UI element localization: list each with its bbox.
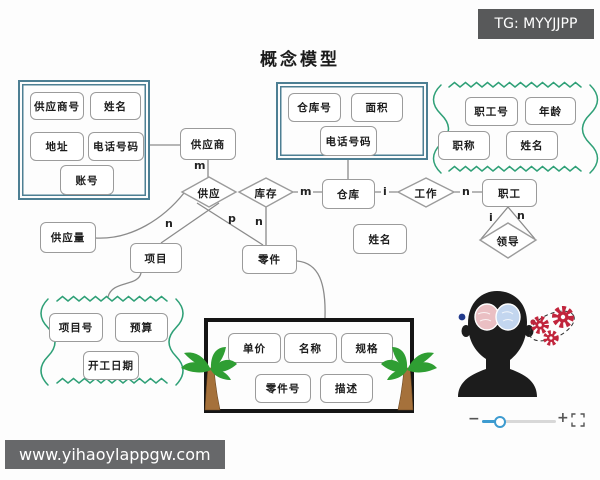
gears-icon (529, 306, 575, 346)
supplier-attr-frame[interactable] (18, 80, 150, 200)
attr-supplier-name[interactable]: 姓名 (90, 92, 141, 120)
attr-part-id[interactable]: 零件号 (255, 374, 311, 403)
blue-dot-icon (458, 313, 466, 321)
entity-employee[interactable]: 职工 (482, 179, 537, 207)
attr-supplier-address[interactable]: 地址 (30, 132, 84, 161)
zoom-slider-track[interactable] (482, 420, 556, 423)
attr-part-name[interactable]: 名称 (284, 333, 337, 363)
entity-floating-name[interactable]: 姓名 (353, 224, 407, 254)
relation-supply-label: 供应 (197, 188, 221, 200)
attr-employee-id[interactable]: 职工号 (465, 97, 518, 126)
attr-supplier-id[interactable]: 供应商号 (30, 92, 84, 120)
thinking-head-icon (458, 291, 537, 397)
zoom-slider-handle[interactable] (494, 416, 506, 428)
cardinality-lead-n: n (517, 209, 525, 222)
attr-employee-title[interactable]: 职称 (438, 131, 490, 160)
cardinality-stock-m: m (298, 185, 314, 198)
attr-project-startdate[interactable]: 开工日期 (83, 351, 139, 380)
cardinality-stock-n: n (255, 215, 263, 228)
zoom-slider-fill (482, 420, 499, 423)
entity-project[interactable]: 项目 (130, 243, 182, 273)
attr-employee-name[interactable]: 姓名 (506, 131, 558, 160)
relation-work-label: 工作 (414, 188, 438, 200)
attr-warehouse-phone[interactable]: 电话号码 (320, 126, 377, 156)
line-part-attrframe (296, 260, 326, 319)
connector-lines (94, 144, 536, 319)
attr-supplier-account[interactable]: 账号 (60, 165, 114, 195)
diagram-title[interactable]: 概念模型 (260, 50, 340, 70)
relation-stock-label: 库存 (254, 188, 278, 200)
attr-part-price[interactable]: 单价 (228, 333, 281, 363)
attr-part-desc[interactable]: 描述 (320, 374, 373, 403)
zoom-out-button[interactable]: − (468, 411, 480, 427)
entity-warehouse[interactable]: 仓库 (322, 179, 375, 209)
cardinality-part-p: p (228, 212, 236, 225)
fullscreen-icon[interactable] (571, 413, 585, 427)
attr-employee-age[interactable]: 年龄 (525, 97, 576, 125)
url-watermark: www.yihaoylappgw.com (5, 440, 225, 469)
relation-lead-label: 领导 (496, 236, 520, 248)
zoom-in-button[interactable]: + (557, 410, 569, 426)
warehouse-attr-frame[interactable] (276, 82, 428, 160)
attr-part-spec[interactable]: 规格 (341, 333, 393, 363)
cardinality-employee-n: n (460, 185, 472, 198)
attr-project-budget[interactable]: 预算 (115, 313, 168, 342)
attr-warehouse-area[interactable]: 面积 (351, 93, 403, 122)
cardinality-warehouse-i: i (381, 185, 389, 198)
attr-project-id[interactable]: 项目号 (49, 313, 103, 342)
entity-part[interactable]: 零件 (242, 245, 297, 274)
line-project-attrframe (107, 272, 142, 298)
entity-supply-qty[interactable]: 供应量 (40, 222, 96, 253)
attr-warehouse-id[interactable]: 仓库号 (288, 93, 341, 122)
attr-supplier-phone[interactable]: 电话号码 (88, 132, 144, 161)
cardinality-supplier-m: m (194, 159, 206, 172)
cardinality-project-n: n (165, 217, 173, 230)
entity-supplier[interactable]: 供应商 (180, 128, 236, 160)
red-dot-icon (530, 319, 536, 325)
tg-watermark-badge: TG: MYYJJPP (478, 9, 594, 39)
cardinality-lead-i: i (489, 211, 493, 224)
